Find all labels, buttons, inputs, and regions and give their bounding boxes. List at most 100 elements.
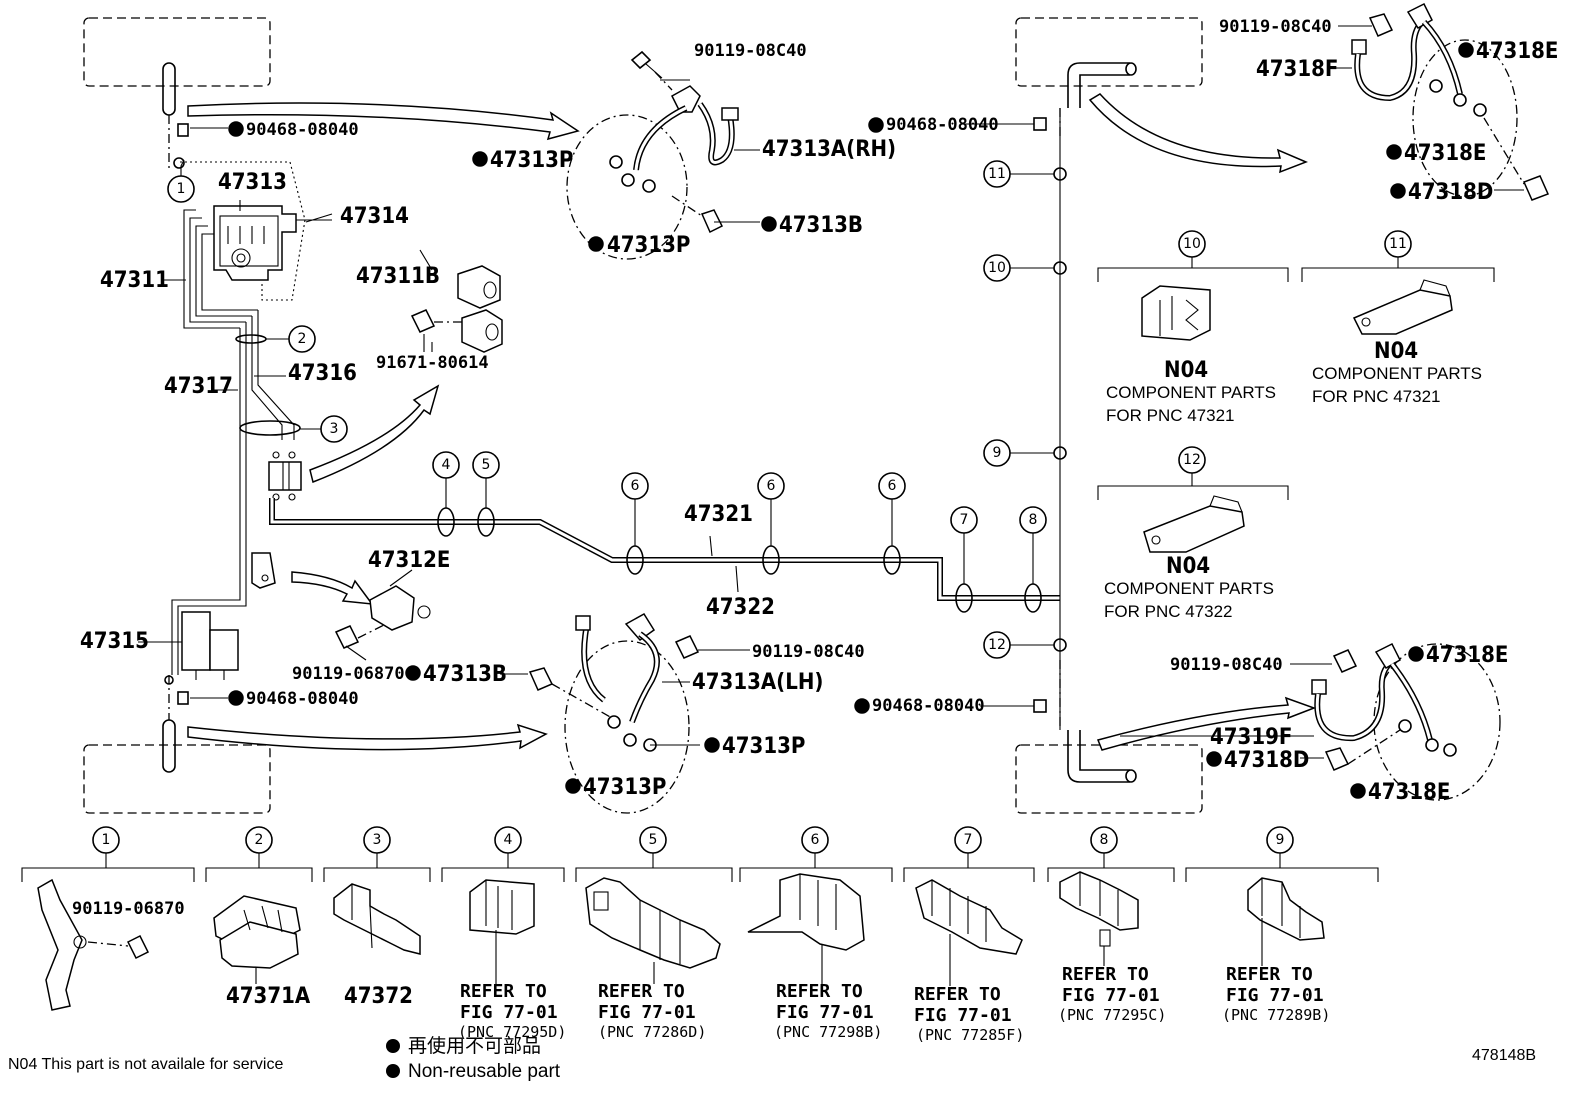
svg-text:COMPONENT PARTS: COMPONENT PARTS — [1312, 364, 1482, 383]
clamp8-pnc: (PNC 77295C) — [1058, 1006, 1166, 1024]
legend-dot-cn — [386, 1039, 400, 1053]
clamp7-refer: REFER TO — [914, 984, 1001, 1005]
label-47317: 47317 — [164, 374, 233, 399]
component-box-12: 12 N04 COMPONENT PARTS FOR PNC 47322 — [1097, 446, 1289, 621]
callout-4: 4 — [432, 451, 460, 479]
callout-10-line: 10 — [983, 254, 1011, 282]
label-91671-80614: 91671-80614 — [376, 353, 489, 373]
label-47316: 47316 — [288, 361, 357, 386]
svg-text:1: 1 — [177, 181, 186, 197]
flow-arrow-front-left — [187, 102, 580, 141]
label-90119-08c40-br: 90119-08C40 — [1170, 655, 1283, 675]
bottom-callout-5: 5 — [639, 826, 667, 854]
clamp1-part: 90119-06870 — [72, 899, 185, 919]
label-47318e-c: 47318E — [1426, 643, 1508, 668]
bottom-callout-1: 1 — [92, 826, 120, 854]
callout-1: 1 — [167, 175, 195, 203]
svg-text:COMPONENT PARTS: COMPONENT PARTS — [1106, 383, 1276, 402]
svg-text:N04: N04 — [1164, 358, 1208, 383]
svg-text:8: 8 — [1100, 832, 1109, 848]
svg-text:9: 9 — [993, 445, 1002, 461]
label-47319f: 47319F — [1210, 725, 1292, 750]
legend-dot-en — [386, 1064, 400, 1078]
label-47312e: 47312E — [368, 548, 450, 573]
clamp6-fig: FIG 77-01 — [776, 1002, 874, 1023]
svg-text:2: 2 — [255, 832, 264, 848]
callout-6a: 6 — [621, 472, 649, 500]
label-47318f: 47318F — [1256, 57, 1338, 82]
clamp9-fig: FIG 77-01 — [1226, 985, 1324, 1006]
flow-arrow-rear-left — [187, 723, 548, 751]
flow-arrow-bracket — [309, 384, 440, 484]
callout-5: 5 — [472, 451, 500, 479]
label-47313p-d: 47313P — [583, 775, 666, 800]
clamp4-fig: FIG 77-01 — [460, 1002, 558, 1023]
component-box-11: 11 N04 COMPONENT PARTS FOR PNC 47321 — [1301, 230, 1495, 406]
label-47318e-b: 47318E — [1404, 141, 1486, 166]
clamp9-pnc: (PNC 77289B) — [1222, 1006, 1330, 1024]
svg-text:N04: N04 — [1166, 554, 1210, 579]
front-left-wheel-box — [83, 17, 271, 87]
callout-2: 2 — [288, 325, 316, 353]
svg-text:4: 4 — [504, 832, 513, 848]
svg-text:12: 12 — [1183, 452, 1201, 468]
svg-text:3: 3 — [330, 421, 339, 437]
label-47315: 47315 — [80, 629, 149, 654]
svg-text:2: 2 — [298, 331, 307, 347]
label-47313p-a: 47313P — [490, 148, 573, 173]
rear-left-wheel-box — [83, 744, 271, 814]
clamp8-fig: FIG 77-01 — [1062, 985, 1160, 1006]
label-90119-08c40-mid: 90119-08C40 — [752, 642, 865, 662]
svg-text:3: 3 — [373, 832, 382, 848]
label-90468-08040-bl: 90468-08040 — [246, 689, 359, 709]
callout-6b: 6 — [757, 472, 785, 500]
label-47313b-bot: 47313B — [423, 662, 507, 687]
bottom-callout-7: 7 — [954, 826, 982, 854]
bottom-callout-6: 6 — [801, 826, 829, 854]
svg-text:8: 8 — [1029, 512, 1038, 528]
label-90119-08c40-top: 90119-08C40 — [694, 41, 807, 61]
bottom-callout-3: 3 — [363, 826, 391, 854]
svg-text:10: 10 — [988, 260, 1006, 276]
label-90119-08c40-tr: 90119-08C40 — [1219, 17, 1332, 37]
callout-3: 3 — [320, 415, 348, 443]
clamp9-refer: REFER TO — [1226, 964, 1313, 985]
bottom-callout-9: 9 — [1266, 826, 1294, 854]
svg-text:5: 5 — [649, 832, 658, 848]
label-47318e-d: 47318E — [1368, 780, 1450, 805]
label-90468-08040-br: 90468-08040 — [872, 696, 985, 716]
bottom-callout-8: 8 — [1090, 826, 1118, 854]
label-47318d-b: 47318D — [1224, 748, 1309, 773]
svg-text:12: 12 — [988, 637, 1006, 653]
svg-text:6: 6 — [888, 478, 897, 494]
callout-11-line: 11 — [983, 160, 1011, 188]
clamp3-part: 47372 — [344, 984, 413, 1009]
rear-right-wheel-box — [1015, 744, 1203, 814]
front-right-wheel-box — [1015, 17, 1203, 87]
label-47311b: 47311B — [356, 264, 440, 289]
svg-text:6: 6 — [767, 478, 776, 494]
svg-text:9: 9 — [1276, 832, 1285, 848]
flow-arrow-clip — [291, 571, 374, 605]
svg-text:1: 1 — [102, 832, 111, 848]
legend-en: Non-reusable part — [408, 1061, 561, 1082]
component-box-10: 10 N04 COMPONENT PARTS FOR PNC 47321 — [1097, 230, 1289, 425]
n04-note: N04 This part is not availale for servic… — [8, 1056, 283, 1073]
svg-text:4: 4 — [442, 457, 451, 473]
callout-7: 7 — [950, 506, 978, 534]
label-47318e-a: 47318E — [1476, 39, 1558, 64]
svg-text:7: 7 — [964, 832, 973, 848]
clamp2-part: 47371A — [226, 984, 311, 1009]
clamp5-refer: REFER TO — [598, 981, 685, 1002]
clamp6-pnc: (PNC 77298B) — [774, 1023, 882, 1041]
bottom-callout-2: 2 — [245, 826, 273, 854]
label-47313a-rh: 47313A(RH) — [762, 137, 896, 162]
svg-text:6: 6 — [811, 832, 820, 848]
clamp6-refer: REFER TO — [776, 981, 863, 1002]
label-47322: 47322 — [706, 595, 775, 620]
label-47318d-a: 47318D — [1408, 180, 1493, 205]
clamp7-pnc: (PNC 77285F) — [916, 1026, 1024, 1044]
label-90119-06870: 90119-06870 — [292, 664, 405, 684]
svg-text:10: 10 — [1183, 236, 1201, 252]
